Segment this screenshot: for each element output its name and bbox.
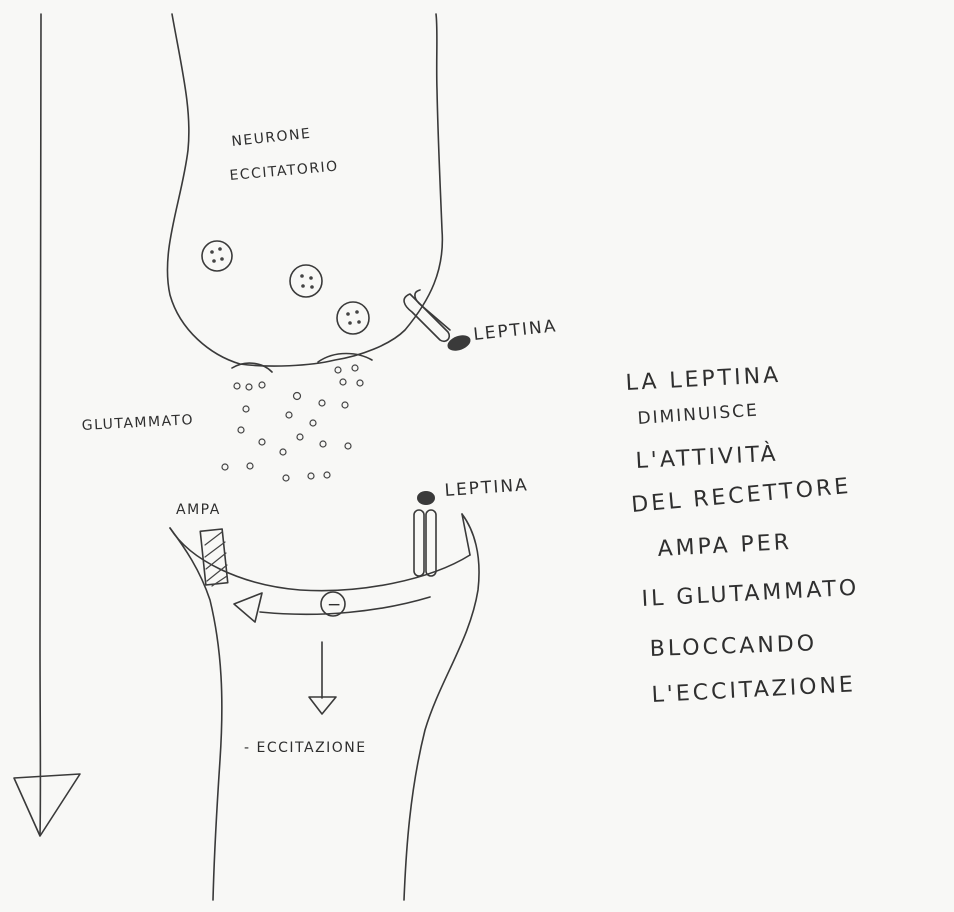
leptin-receptor-presynaptic [404, 290, 473, 354]
inhibition-sign: − [327, 595, 343, 615]
explanation-line: L'ATTIVITÀ [635, 441, 779, 474]
explanation-line: IL GLUTAMMATO [641, 576, 860, 612]
excitation-arrow [309, 642, 336, 714]
explanation-line: BLOCCANDO [649, 631, 817, 662]
downward-arrow-left [14, 14, 80, 836]
label-leptina-top: LEPTINA [472, 316, 558, 345]
explanation-line: AMPA PER [657, 530, 793, 562]
label-eccitazione: - ECCITAZIONE [244, 740, 367, 756]
presynaptic-neuron [167, 14, 442, 372]
vesicle [290, 265, 322, 297]
label-neurone: NEURONE [231, 126, 312, 150]
label-leptina-bottom: LEPTINA [444, 475, 529, 501]
leptin-receptor-postsynaptic [414, 491, 436, 576]
explanation-line: DEL RECETTORE [630, 474, 852, 518]
label-presynaptic: NEURONE ECCITATORIO [229, 126, 339, 184]
vesicle [337, 302, 369, 334]
explanation-line: DIMINUISCE [637, 401, 759, 429]
ampa-receptor [200, 529, 228, 586]
postsynaptic-neuron [170, 514, 479, 900]
vesicle [202, 241, 232, 271]
explanation-text: LA LEPTINA DIMINUISCE L'ATTIVITÀ DEL REC… [625, 363, 860, 708]
explanation-line: L'ECCITAZIONE [651, 672, 856, 708]
label-glutammato: GLUTAMMATO [81, 412, 194, 434]
label-ampa: AMPA [176, 502, 221, 518]
leptin-molecule [417, 491, 435, 505]
glutamate-particles [222, 365, 363, 481]
label-eccitatorio: ECCITATORIO [229, 159, 339, 184]
explanation-line: LA LEPTINA [625, 363, 782, 396]
